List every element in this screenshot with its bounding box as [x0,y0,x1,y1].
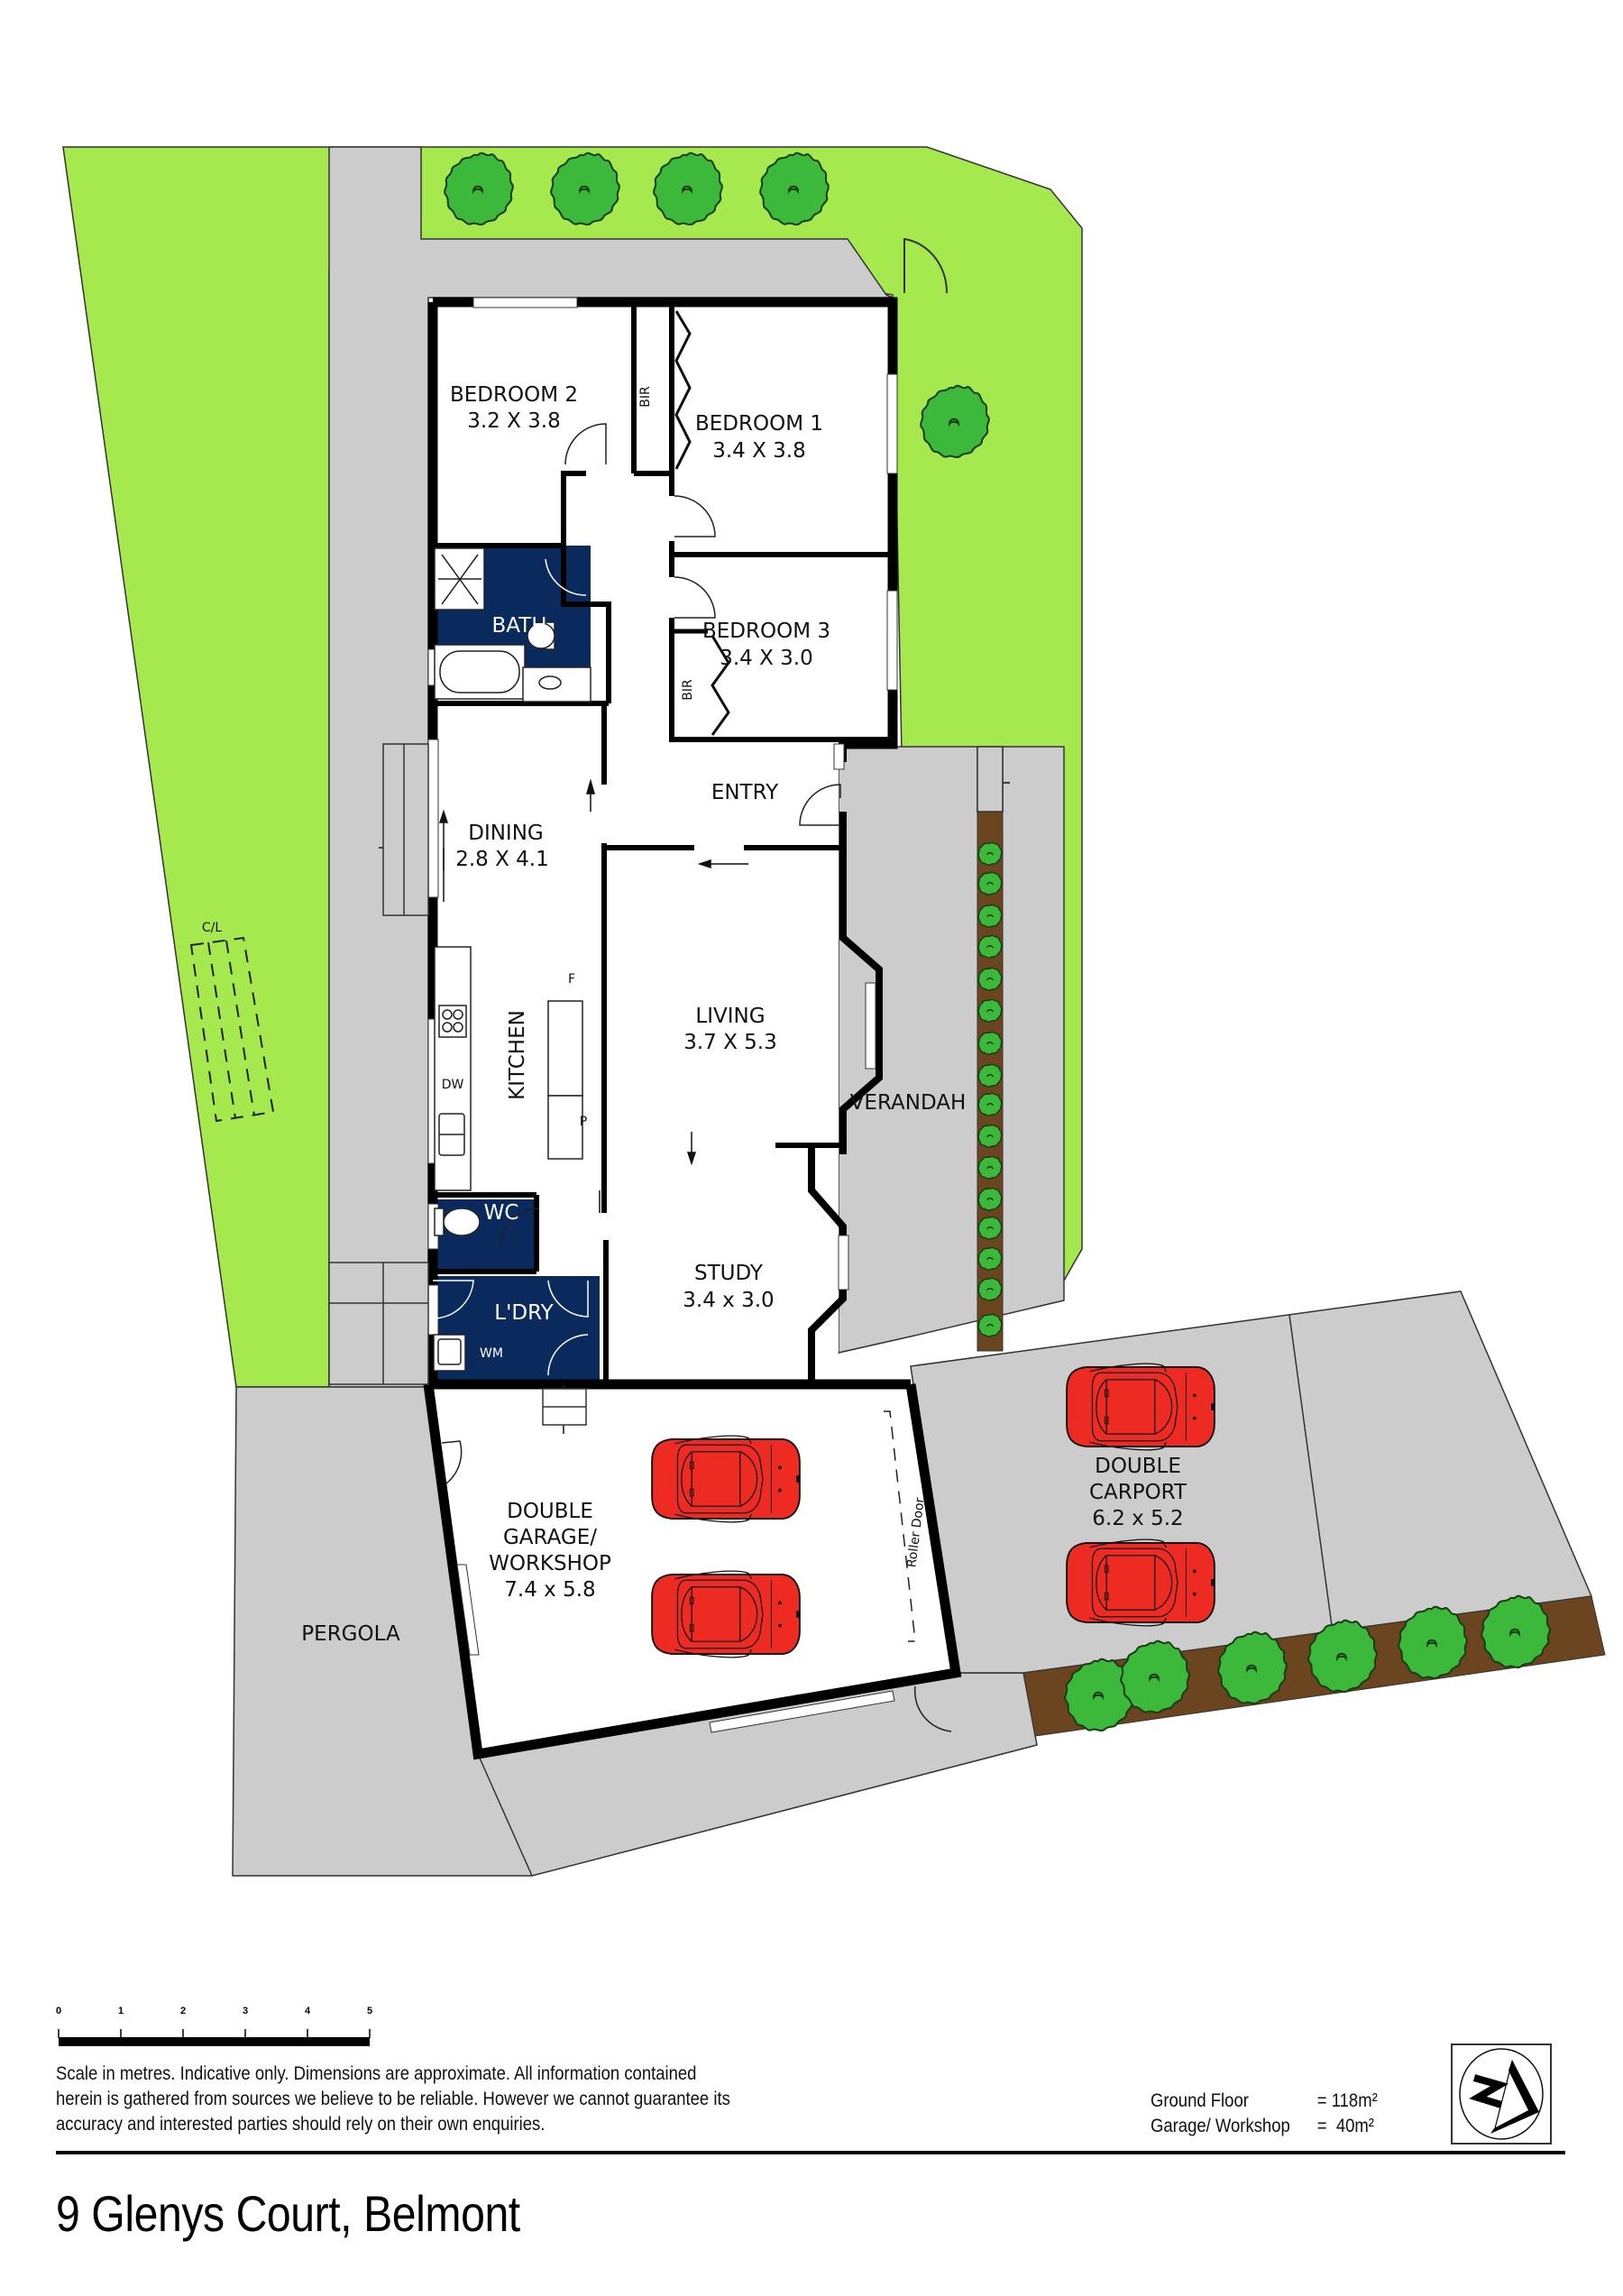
dining-name: DINING [468,822,544,845]
garage-name-1: DOUBLE [507,1500,593,1523]
study-dims: 3.4 x 3.0 [683,1289,774,1312]
bath-name: BATH [491,614,546,638]
carport-divider [1288,1314,1334,1633]
study-name: STUDY [694,1262,764,1285]
bedroom1-name: BEDROOM 1 [695,412,823,436]
bir-doors [674,310,730,736]
walls [423,297,962,1760]
laundry-name: L'DRY [494,1301,554,1325]
scale-tick-2: 2 [179,2006,187,2016]
scale-tick-4: 4 [304,2006,311,2016]
scale-bar [58,2029,371,2046]
bir1-label: BIR [638,386,653,408]
scale-tick-1: 1 [117,2006,124,2016]
carport-name-2: CARPORT [1089,1481,1187,1504]
roller-door [884,1410,916,1642]
gate-door [903,237,949,294]
living-name: LIVING [695,1005,765,1028]
bedroom1-dims: 3.4 X 3.8 [712,439,806,463]
area-label: Garage/ Workshop [1151,2116,1290,2136]
steps [328,743,1004,1426]
bedroom2-name: BEDROOM 2 [450,383,578,407]
bedroom3-dims: 3.4 X 3.0 [720,647,813,670]
property-address: 9 Glenys Court, Belmont [56,2185,520,2242]
area-row-garage: Garage/ Workshop = 40m² [1151,2114,1378,2139]
pantry-label: P [580,1115,587,1129]
area-value: = 40m² [1316,2116,1374,2136]
area-value: = 118m² [1316,2090,1378,2111]
north-arrow-icon [1451,2043,1552,2144]
area-row-ground-floor: Ground Floor = 118m² [1151,2089,1378,2114]
entry-name: ENTRY [711,781,779,804]
garage-name-2: GARAGE/ [503,1526,597,1549]
washing-machine-label: WM [480,1346,503,1361]
kitchen-name: KITCHEN [506,1010,529,1100]
area-label: Ground Floor [1151,2090,1249,2111]
footer-divider [56,2151,1565,2154]
area-summary: Ground Floor = 118m² Garage/ Workshop = … [1151,2089,1378,2139]
windows [427,297,898,1733]
dining-dims: 2.8 X 4.1 [455,848,549,871]
scale-tick-0: 0 [55,2006,62,2016]
bedroom3-name: BEDROOM 3 [702,620,830,643]
dishwasher-label: DW [442,1078,464,1092]
verandah-name: VERANDAH [850,1091,967,1115]
disclaimer-line-1: Scale in metres. Indicative only. Dimens… [56,2063,697,2084]
scale-tick-labels: 0 1 2 3 4 5 [56,2006,381,2024]
garage-name-3: WORKSHOP [489,1552,611,1575]
scale-tick-3: 3 [242,2006,249,2016]
wc-fixtures [433,1208,481,1372]
clothesline-label: C/L [202,921,222,935]
garage-dims: 7.4 x 5.8 [504,1578,595,1602]
clothesline [189,936,275,1123]
bath-fixtures [434,547,591,703]
kitchen-counters [434,946,583,1191]
pergola-name: PERGOLA [301,1622,400,1646]
disclaimer: Scale in metres. Indicative only. Dimens… [56,2062,849,2137]
carport-dims: 6.2 x 5.2 [1092,1507,1183,1530]
scale-tick-5: 5 [366,2006,373,2016]
bedroom2-dims: 3.2 X 3.8 [467,409,561,433]
carport-name-1: DOUBLE [1095,1455,1181,1478]
wc-name: WC [484,1201,519,1225]
door-swings [432,423,952,1732]
fridge-label: F [568,972,575,987]
bir3-label: BIR [681,679,695,701]
disclaimer-line-2: herein is gathered from sources we belie… [56,2089,730,2109]
living-dims: 3.7 X 5.3 [683,1031,777,1054]
disclaimer-line-3: accuracy and interested parties should r… [56,2114,546,2135]
